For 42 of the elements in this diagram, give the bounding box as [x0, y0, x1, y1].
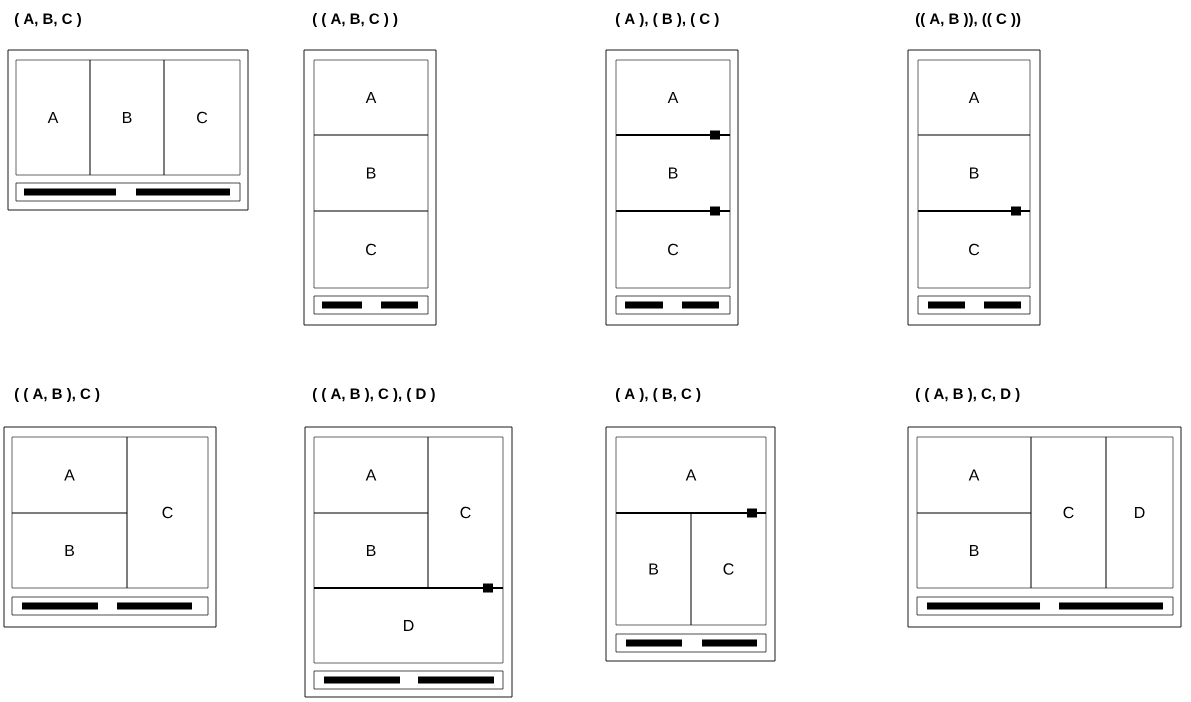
pane: A	[11, 436, 128, 514]
window-title: ( ( A, B ), C )	[14, 388, 100, 402]
pane: B	[313, 512, 429, 589]
pane: B	[89, 59, 165, 176]
window-title: ( ( A, B ), C ), ( D )	[312, 388, 435, 402]
window-title: ( ( A, B ), C, D )	[915, 388, 1020, 402]
window-frame	[907, 49, 1041, 326]
pane: A	[916, 436, 1032, 514]
pane: C	[690, 512, 767, 626]
window-frame	[7, 49, 249, 211]
pane: A	[313, 436, 429, 514]
pane: C	[313, 210, 429, 289]
window-frame	[907, 426, 1182, 628]
pane: B	[916, 512, 1032, 589]
pane: D	[313, 587, 504, 664]
pane: C	[917, 210, 1031, 289]
pane: A	[15, 59, 91, 176]
pane: C	[1030, 436, 1107, 589]
pane: A	[615, 59, 731, 136]
pane: C	[427, 436, 504, 589]
window-frame	[3, 426, 217, 628]
window-frame	[605, 49, 739, 326]
window-frame	[304, 426, 513, 698]
window-title: (( A, B )), (( C ))	[915, 13, 1021, 27]
pane: B	[917, 134, 1031, 212]
pane: C	[126, 436, 209, 589]
pane: A	[615, 436, 767, 514]
pane: B	[313, 134, 429, 212]
pane: A	[917, 59, 1031, 136]
window-title: ( A ), ( B, C )	[615, 388, 701, 402]
window-title: ( A ), ( B ), ( C )	[615, 13, 719, 27]
pane: B	[11, 512, 128, 589]
pane: B	[615, 134, 731, 212]
window-frame	[605, 426, 776, 662]
pane: B	[615, 512, 692, 626]
pane: D	[1105, 436, 1174, 589]
pane: C	[163, 59, 241, 176]
window-title: ( A, B, C )	[14, 13, 81, 27]
pane: C	[615, 210, 731, 289]
window-title: ( ( A, B, C ) )	[312, 13, 398, 27]
pane: A	[313, 59, 429, 136]
window-frame	[303, 49, 437, 326]
